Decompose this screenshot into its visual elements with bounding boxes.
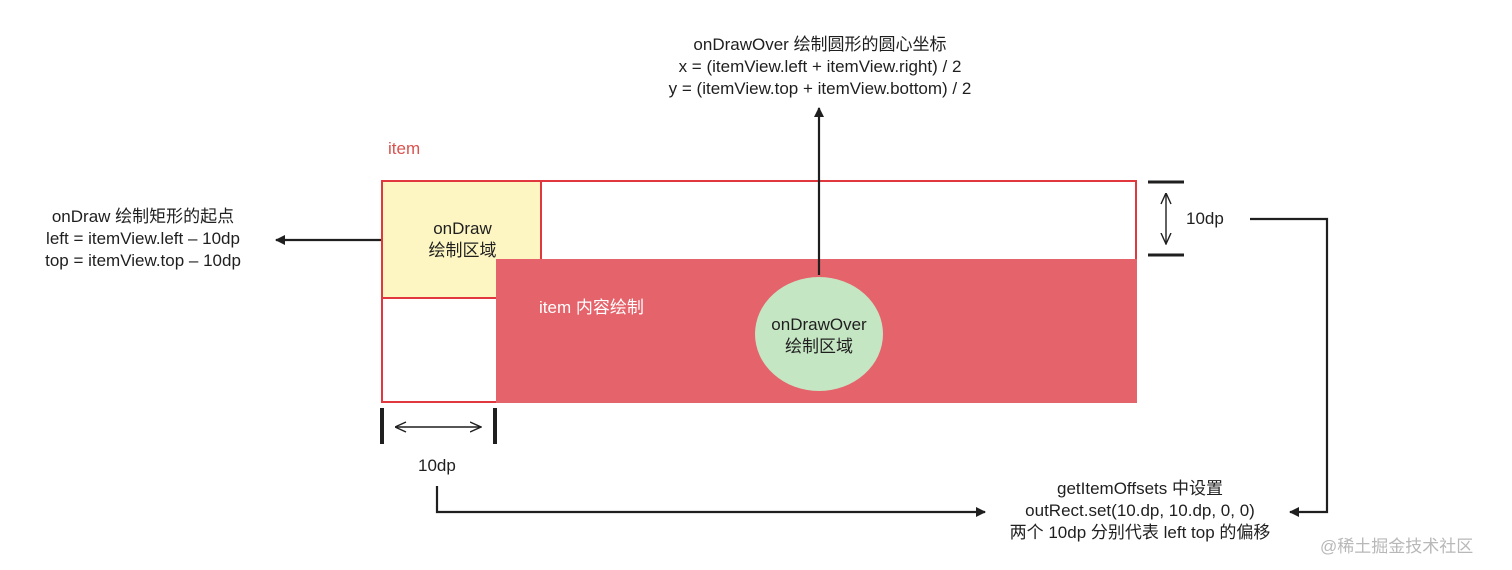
ondraw-note-line2: left = itemView.left – 10dp: [46, 229, 240, 248]
ondraw-region-label-line2: 绘制区域: [428, 241, 497, 260]
ondrawover-region-label-line1: onDrawOver: [771, 315, 867, 334]
ondraw-note: onDraw 绘制矩形的起点 left = itemView.left – 10…: [10, 206, 276, 272]
ondraw-region-label: onDraw 绘制区域: [383, 218, 542, 262]
item-label: item: [388, 139, 421, 158]
get-item-offsets-note-line1: getItemOffsets 中设置: [1057, 479, 1223, 498]
ondraw-note-line1: onDraw 绘制矩形的起点: [51, 207, 235, 226]
get-item-offsets-note: getItemOffsets 中设置 outRect.set(10.dp, 10…: [975, 478, 1305, 544]
bottom-offset-connector: [435, 486, 986, 517]
top-offset-label: 10dp: [1186, 209, 1224, 228]
right-offset-connector: [1250, 217, 1329, 517]
item-content-label: item 内容绘制: [539, 298, 644, 317]
get-item-offsets-note-line3: 两个 10dp 分别代表 left top 的偏移: [1009, 523, 1271, 542]
watermark: @稀土掘金技术社区: [1320, 537, 1474, 556]
ondrawover-note: onDrawOver 绘制圆形的圆心坐标 x = (itemView.left …: [620, 34, 1020, 100]
ondraw-note-line3: top = itemView.top – 10dp: [45, 251, 241, 270]
ondrawover-note-line2: x = (itemView.left + itemView.right) / 2: [678, 57, 962, 76]
ondrawover-region-label-line2: 绘制区域: [785, 337, 853, 356]
ondrawover-circle: [755, 277, 883, 391]
ondrawover-region-label: onDrawOver 绘制区域: [755, 314, 883, 358]
get-item-offsets-note-line2: outRect.set(10.dp, 10.dp, 0, 0): [1025, 501, 1255, 520]
ondrawover-note-line1: onDrawOver 绘制圆形的圆心坐标: [693, 35, 947, 54]
left-offset-label: 10dp: [418, 456, 456, 475]
ondrawover-note-line3: y = (itemView.top + itemView.bottom) / 2: [668, 79, 972, 98]
ondraw-region-label-line1: onDraw: [433, 219, 492, 238]
